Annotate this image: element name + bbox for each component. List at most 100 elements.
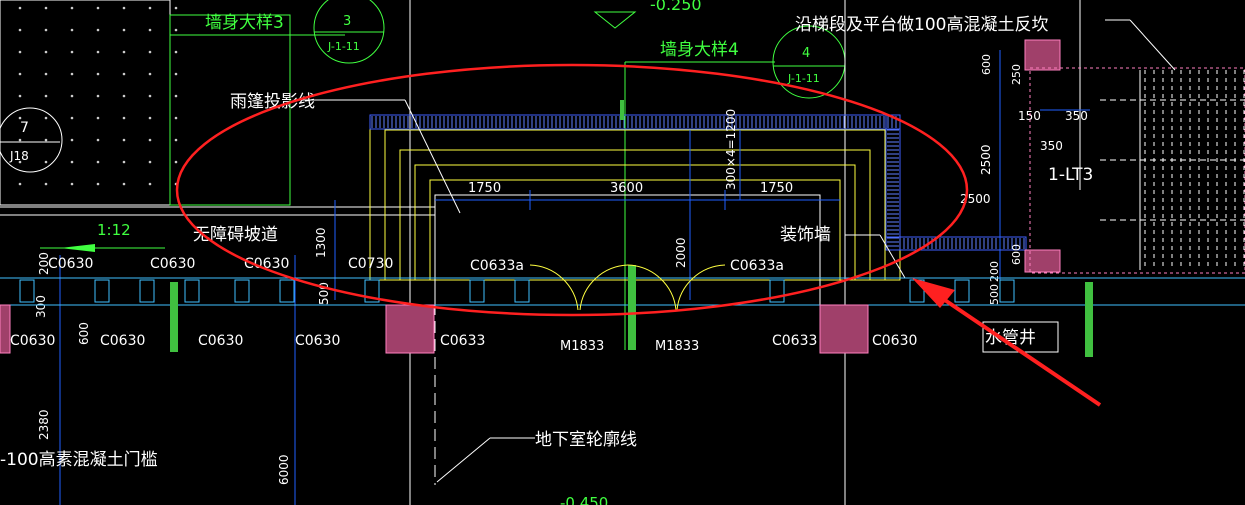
door-labels: M1833 M1833: [560, 339, 699, 354]
door-swings: [529, 264, 726, 311]
soil-dot: [174, 116, 178, 120]
bubble-3-circle[interactable]: [313, 0, 385, 64]
accessible-ramp-label: 无障碍坡道: [193, 225, 278, 245]
soil-dot: [70, 72, 74, 76]
soil-dot: [122, 72, 126, 76]
note-leader: [1129, 19, 1176, 71]
dim-350-b: 350: [1040, 139, 1063, 153]
window-label: C0630: [100, 333, 145, 349]
soil-dot: [70, 50, 74, 54]
wall-post: [19, 279, 35, 303]
soil-dot: [96, 138, 100, 142]
window-labels: C0630 C0630 C0630 C0730 C0633a C0633a C0…: [10, 256, 917, 349]
basement-outline-label: 地下室轮廓线: [535, 430, 637, 450]
dim-500-b: 500: [988, 284, 1001, 305]
wall-post: [139, 279, 155, 303]
dim-1750-a: 1750: [468, 181, 501, 196]
ramp-arrow-head: [60, 244, 95, 252]
bubble-7-circle[interactable]: [0, 107, 63, 173]
soil-dot: [174, 50, 178, 54]
bubble-7-ref: J18: [9, 149, 29, 163]
window-label: C0630: [48, 256, 93, 272]
canopy-projection-label: 雨篷投影线: [230, 92, 315, 112]
soil-dot: [122, 50, 126, 54]
window-label: C0730: [348, 256, 393, 272]
dim-1300: 1300: [314, 227, 328, 258]
soil-dot: [44, 94, 48, 98]
wall-detail-4-label: 墙身大样4: [660, 40, 739, 60]
soil-dot: [96, 72, 100, 76]
soil-dot: [96, 94, 100, 98]
wall-post: [469, 279, 485, 303]
dim-350-a: 350: [1065, 109, 1088, 123]
wall-post: [94, 279, 110, 303]
decor-wall-label: 装饰墙: [780, 225, 831, 245]
wall-post: [954, 279, 970, 303]
bubble-7-num: 7: [20, 120, 29, 136]
dim-600-b: 600: [980, 54, 993, 75]
dim-200: 200: [37, 252, 51, 275]
soil-dot: [70, 160, 74, 164]
dim-300: 300: [34, 295, 48, 318]
dim-2380: 2380: [37, 409, 51, 440]
window-label: C0633a: [470, 258, 524, 274]
soil-dot: [96, 6, 100, 10]
note-top-right: 沿梯段及平台做100高混凝土反坎: [795, 15, 1048, 35]
soil-dot: [122, 28, 126, 32]
soil-dot: [70, 138, 74, 142]
dim-1750-b: 1750: [760, 181, 793, 196]
soil-dot: [44, 182, 48, 186]
dim-2000: 2000: [674, 237, 688, 268]
soil-dot: [18, 50, 22, 54]
window-label: C0633a: [730, 258, 784, 274]
bottom-level: -0.450: [560, 494, 608, 505]
soil-dot: [18, 160, 22, 164]
window-label: C0630: [150, 256, 195, 272]
soil-dot: [122, 138, 126, 142]
window-label: C0633: [772, 333, 817, 349]
soil-dot: [148, 94, 152, 98]
wall-post: [999, 279, 1015, 303]
soil-dot: [18, 116, 22, 120]
soil-dot: [148, 72, 152, 76]
threshold-note: -100高素混凝土门槛: [0, 450, 158, 470]
window-label: C0630: [872, 333, 917, 349]
green-posts: [170, 100, 1093, 357]
dim-250: 250: [1010, 64, 1023, 85]
bubble-3-num: 3: [343, 14, 351, 29]
window-label: C0630: [10, 333, 55, 349]
bubble-4-num: 4: [802, 46, 810, 61]
wall-post: [769, 279, 785, 303]
soil-dot: [148, 116, 152, 120]
canopy-hatch-bottom: [885, 236, 1027, 251]
level-marker-top: [593, 11, 637, 29]
soil-dot: [70, 116, 74, 120]
wall-post: [279, 279, 295, 303]
canopy-leader-2: [404, 99, 461, 214]
decor-wall-leader-2: [879, 234, 906, 279]
dim-6000: 6000: [277, 454, 291, 485]
ramp-slope: 1:12: [97, 221, 131, 239]
soil-dot: [122, 94, 126, 98]
soil-dot: [96, 28, 100, 32]
soil-dot: [174, 6, 178, 10]
window-label: C0630: [198, 333, 243, 349]
window-label: C0633: [440, 333, 485, 349]
dim-2500-a: 2500: [979, 144, 993, 175]
soil-dot: [44, 116, 48, 120]
grid-lines-white: [0, 0, 1081, 505]
stair-area: [1029, 67, 1245, 274]
dim-150: 150: [1018, 109, 1041, 123]
soil-dot: [70, 94, 74, 98]
wall-post: [364, 279, 380, 303]
soil-dot: [18, 6, 22, 10]
soil-dot: [44, 6, 48, 10]
dim-600: 600: [77, 322, 91, 345]
water-pipe-well-label: 水管井: [985, 328, 1036, 348]
soil-dot: [174, 138, 178, 142]
soil-dot: [174, 28, 178, 32]
soil-dot: [70, 6, 74, 10]
dim-200-b: 200: [988, 261, 1001, 282]
door-label: M1833: [655, 339, 699, 354]
